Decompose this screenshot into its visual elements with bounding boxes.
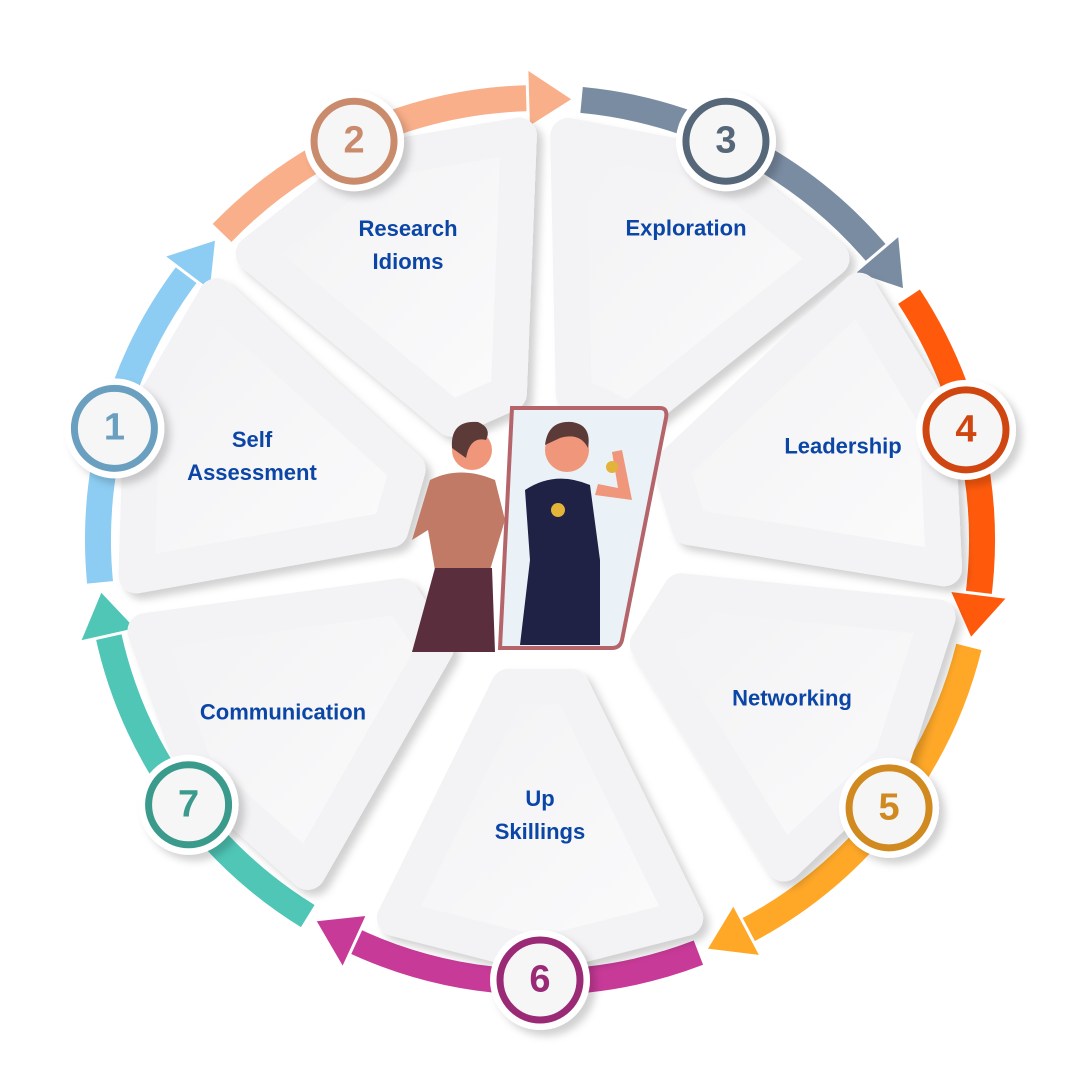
step-label-line: Exploration (625, 215, 747, 241)
step-label-line: Up (525, 786, 555, 811)
badge-ring (145, 761, 233, 849)
reflection-hair (545, 421, 589, 448)
arrow-head-1 (159, 236, 219, 295)
step-cards (118, 117, 963, 973)
step-label-5: Networking (732, 682, 852, 715)
step-number-4: 4 (955, 408, 977, 451)
step-card-4 (653, 272, 963, 587)
arrow-head-7 (76, 587, 141, 645)
medal-icon (551, 503, 565, 517)
step-label-line: Idioms (372, 249, 444, 274)
step-label-line: Communication (199, 699, 367, 725)
step-label-7: Communication (200, 696, 366, 729)
reflection-arm (595, 450, 632, 500)
badge-ring (682, 97, 770, 185)
step-badge-1 (64, 378, 165, 479)
step-badge-5 (839, 757, 940, 858)
step-badge-2 (304, 91, 405, 192)
step-card-2 (235, 117, 537, 437)
person-legs (412, 568, 495, 652)
person-hair (451, 421, 488, 458)
arrow-head-5 (703, 900, 765, 959)
step-label-line: Skillings (494, 819, 586, 844)
arrow-head-4 (946, 588, 1012, 643)
step-number-5: 5 (878, 786, 900, 829)
step-label-line: Assessment (187, 460, 317, 485)
step-card-5 (629, 573, 956, 882)
step-label-line: Self (231, 427, 273, 452)
step-badge-3 (675, 91, 776, 192)
step-badge-4 (915, 379, 1016, 480)
person-body (412, 472, 505, 570)
badge-ring (70, 384, 158, 472)
step-number-1: 1 (103, 406, 125, 449)
badge-ring (845, 764, 933, 852)
reflection-body (520, 478, 600, 645)
step-label-4: Leadership (784, 430, 901, 463)
step-badge-7 (138, 754, 239, 855)
step-card-6 (376, 668, 704, 973)
badge-ring (496, 936, 584, 1024)
step-number-7: 7 (178, 783, 200, 826)
step-label-line: Leadership (784, 433, 902, 459)
badge-ring (922, 386, 1010, 474)
mirror-illustration (412, 406, 669, 652)
step-card-7 (127, 578, 454, 890)
step-number-3: 3 (715, 119, 737, 162)
arrow-head-6 (311, 912, 371, 973)
arrow-head-2 (525, 65, 577, 131)
step-label-line: Research (358, 216, 458, 241)
step-label-3: Exploration (625, 212, 746, 245)
step-label-line: Networking (732, 685, 852, 711)
step-badge-6 (490, 930, 590, 1030)
step-badges (64, 91, 1016, 1030)
step-number-6: 6 (529, 958, 551, 1001)
step-card-1 (118, 278, 426, 594)
step-number-2: 2 (343, 119, 365, 162)
badge-ring (310, 97, 398, 185)
medal-icon-held (606, 461, 618, 473)
